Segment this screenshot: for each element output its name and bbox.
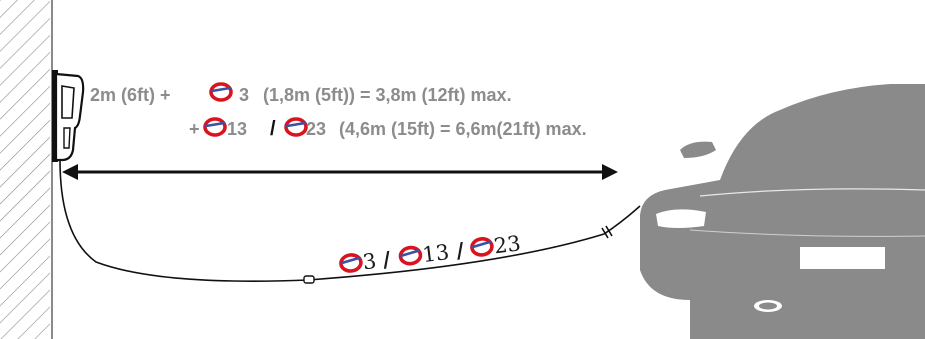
line2-suffix: (4,6m (15ft) = 6,6m(21ft) max. [339,119,587,139]
length-line-2: + 13 / 23 (4,6m (15ft) = 6,6m(21ft) max. [189,117,587,140]
car-silhouette [640,84,925,339]
extension-cable-icon [284,117,308,137]
cable-connector [303,275,315,284]
line1-prefix: 2m (6ft) + [90,85,171,105]
cable-code-a: 3 [361,249,377,274]
wall [0,0,53,339]
line2-prefix: + [189,119,200,139]
cable-sep-2: / [455,237,466,263]
length-line-1: 2m (6ft) + 3 (1,8m (5ft)) = 3,8m (12ft) … [90,82,512,105]
distance-arrow [62,164,618,180]
extension-cable-icon [397,244,424,267]
extension-cable-icon [469,235,495,258]
extension-cable-icon [203,117,227,137]
line1-suffix: (1,8m (5ft)) = 3,8m (12ft) max. [263,85,512,105]
cable-code-c: 23 [493,231,522,258]
wallbox-charger [52,70,85,162]
line2-separator: / [270,118,276,140]
extension-cable-icon [338,251,364,274]
charging-cable [59,159,641,284]
line1-code: 3 [239,85,249,105]
line2-code-b: 23 [306,119,326,139]
cable-sep-1: / [381,246,392,272]
cable-label: 3 / 13 / 23 [338,231,522,274]
cable-code-b: 13 [421,240,450,267]
line2-code-a: 13 [227,119,247,139]
extension-cable-icon [209,82,233,102]
